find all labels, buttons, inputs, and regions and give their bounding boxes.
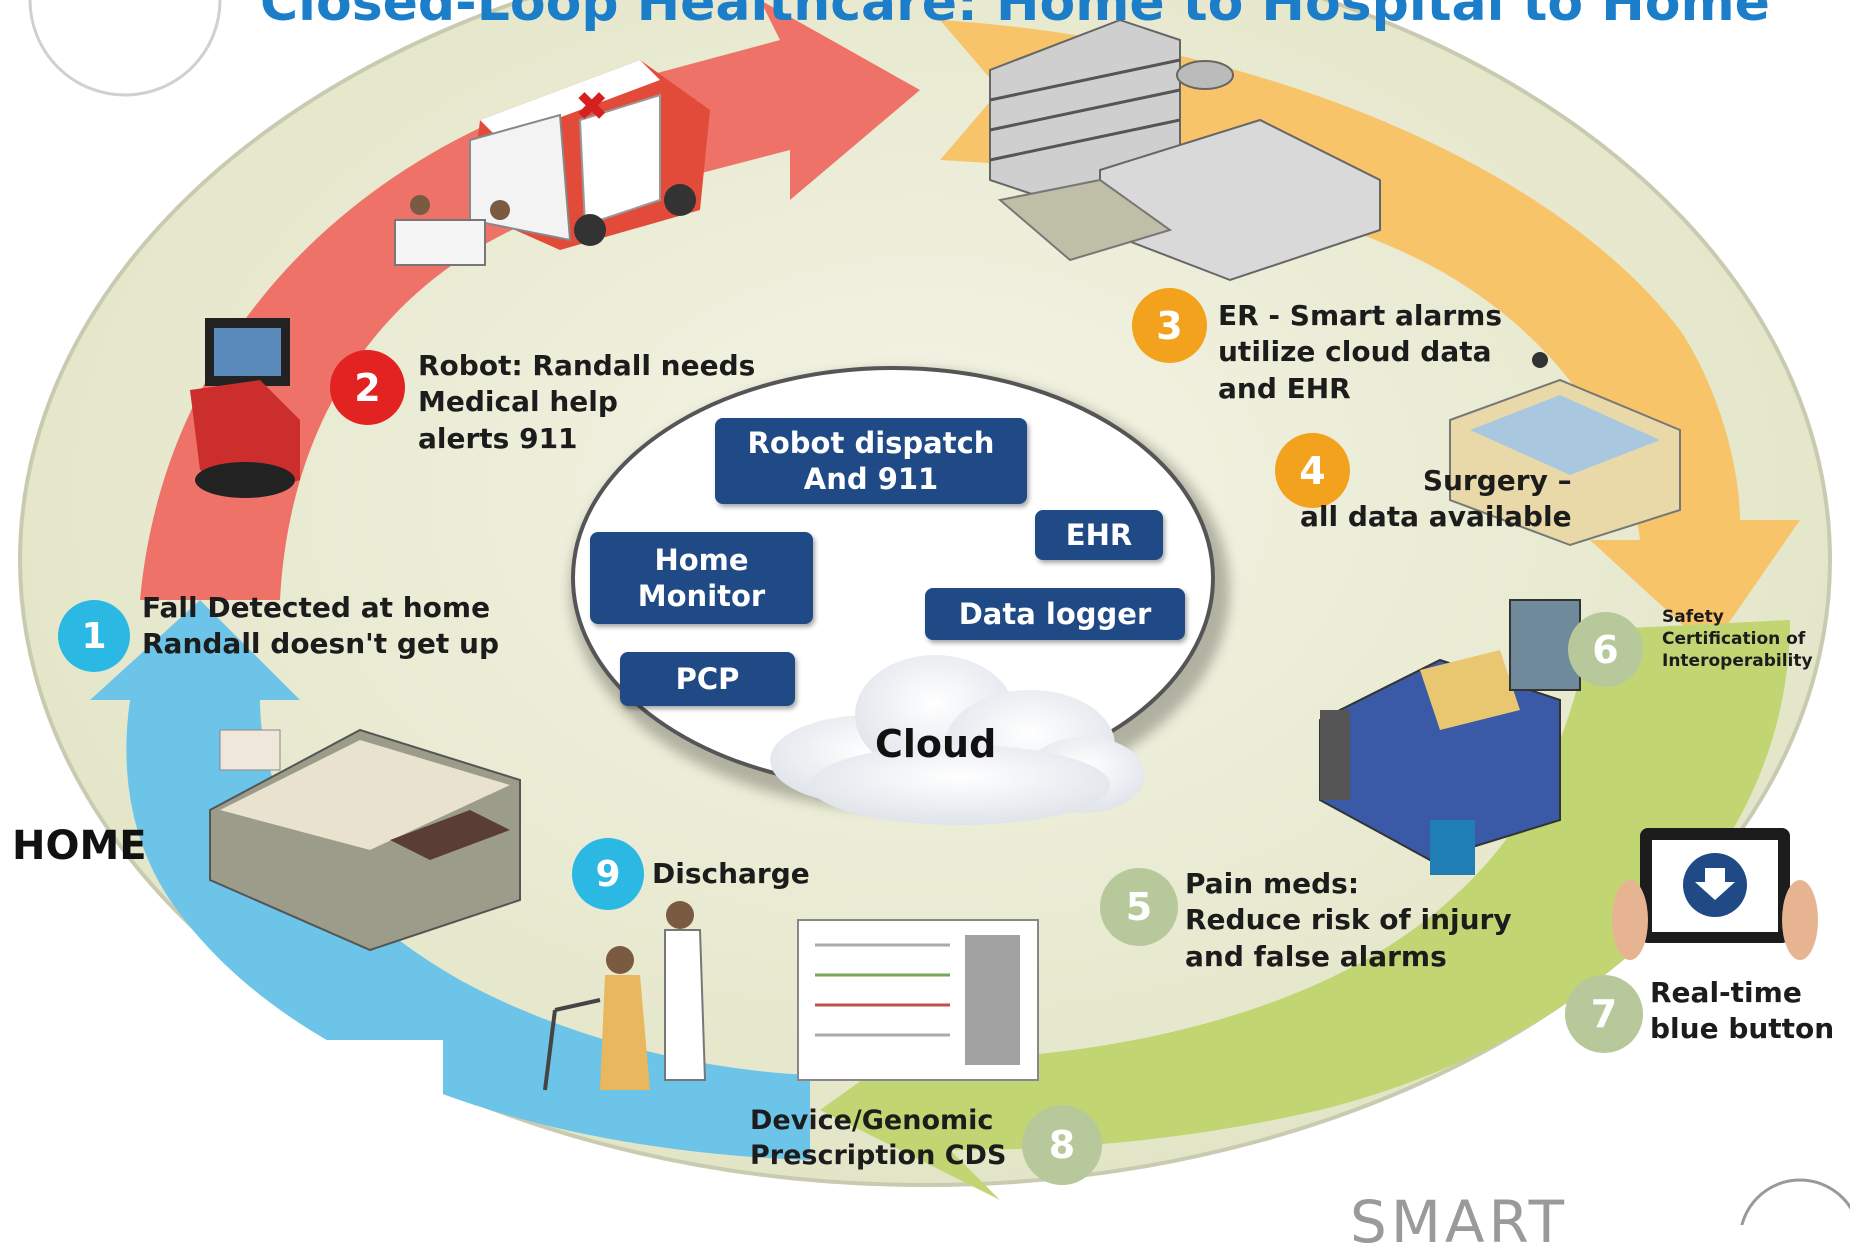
step-1-badge: 1 <box>58 600 130 672</box>
home-label: HOME <box>12 823 147 869</box>
hospital-illustration <box>989 18 1381 282</box>
step-8-badge: 8 <box>1022 1105 1102 1185</box>
step-5-badge: 5 <box>1100 868 1178 946</box>
box-home-monitor: Home Monitor <box>590 532 813 624</box>
step-9-text: Discharge <box>652 857 810 890</box>
smart-logo: SMART <box>1350 1188 1569 1256</box>
ambulance-illustration: ✖ <box>394 60 710 266</box>
step-5-text: Pain meds: Reduce risk of injury and fal… <box>1185 867 1512 973</box>
cloud-label: Cloud <box>875 722 997 766</box>
step-3-badge: 3 <box>1132 288 1207 363</box>
step-3-text: ER - Smart alarms utilize cloud data and… <box>1218 299 1503 405</box>
box-pcp: PCP <box>620 652 795 706</box>
corner-badge <box>28 0 222 97</box>
step-1-text: Fall Detected at home Randall doesn't ge… <box>142 591 499 661</box>
step-2-badge: 2 <box>330 350 405 425</box>
segment-green-arrow <box>820 620 1790 1200</box>
box-ehr: EHR <box>1035 510 1163 560</box>
step-6-badge: 6 <box>1568 612 1643 687</box>
robot-illustration <box>190 318 300 498</box>
cloud-shape <box>770 655 1145 825</box>
segment-red-arrow <box>140 0 920 600</box>
step-4-badge: 4 <box>1275 433 1350 508</box>
step-2-text: Robot: Randall needs Medical help alerts… <box>418 349 756 455</box>
step-6-text: Safety Certification of Interoperability <box>1662 607 1813 672</box>
step-8-text: Device/Genomic Prescription CDS <box>750 1105 1007 1172</box>
step-7-badge: 7 <box>1565 975 1643 1053</box>
step-7-text: Real-time blue button <box>1650 976 1835 1046</box>
step-9-badge: 9 <box>572 838 644 910</box>
tablet-illustration <box>1612 828 1818 960</box>
step-4-text: Surgery – all data available <box>1300 464 1572 534</box>
prescription-document-illustration <box>797 919 1039 1081</box>
discharge-illustration <box>543 901 707 1091</box>
seal-icon <box>1740 1178 1850 1225</box>
box-data-logger: Data logger <box>925 588 1185 640</box>
white-patch <box>0 1040 443 1225</box>
svg-text:✖: ✖ <box>575 84 609 130</box>
box-robot-dispatch: Robot dispatch And 911 <box>715 418 1027 504</box>
page-title: Closed-Loop Healthcare: Home to Hospital… <box>260 0 1770 33</box>
er-room-illustration <box>1449 352 1681 547</box>
house-illustration <box>209 728 521 952</box>
